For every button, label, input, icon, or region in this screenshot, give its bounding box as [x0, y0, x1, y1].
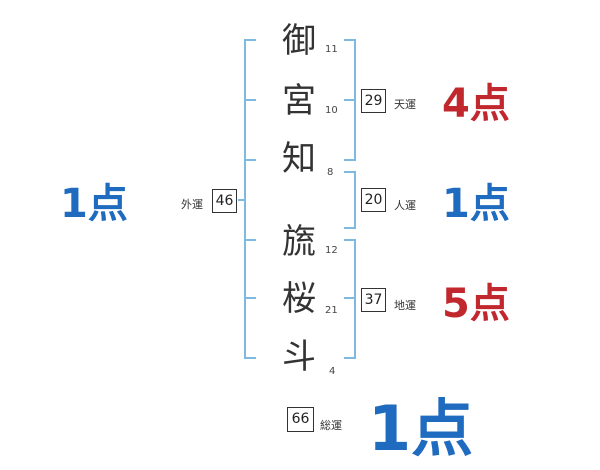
name-char-4: 旒	[282, 222, 316, 262]
stroke-count-5: 21	[325, 305, 338, 316]
stroke-count-6: 4	[329, 366, 336, 377]
heaven-fortune-value: 29	[361, 89, 386, 113]
total-fortune-label: 総運	[320, 419, 342, 432]
outer-fortune-score: 1点	[60, 181, 128, 227]
person-fortune-label: 人運	[394, 199, 416, 212]
stroke-count-1: 11	[325, 44, 338, 55]
person-fortune-score: 1点	[442, 181, 510, 227]
stroke-count-3: 8	[327, 167, 334, 178]
outer-fortune-label: 外運	[181, 198, 203, 211]
name-char-1: 御	[282, 21, 316, 61]
name-char-5: 桜	[282, 279, 316, 319]
total-fortune-value: 66	[287, 407, 314, 432]
outer-fortune-value: 46	[212, 189, 237, 213]
name-char-2: 宮	[282, 81, 316, 121]
name-char-6: 斗	[282, 337, 316, 377]
outer-bracket	[244, 39, 256, 359]
earth-fortune-value: 37	[361, 288, 386, 312]
heaven-fortune-label: 天運	[394, 98, 416, 111]
stroke-count-4: 12	[325, 245, 338, 256]
earth-fortune-score: 5点	[442, 281, 510, 327]
name-char-3: 知	[282, 139, 316, 179]
stroke-count-2: 10	[325, 105, 338, 116]
person-bracket	[344, 171, 356, 229]
person-fortune-value: 20	[361, 188, 386, 212]
earth-fortune-label: 地運	[394, 299, 416, 312]
heaven-fortune-score: 4点	[442, 81, 510, 127]
total-fortune-score: 1点	[368, 392, 474, 465]
